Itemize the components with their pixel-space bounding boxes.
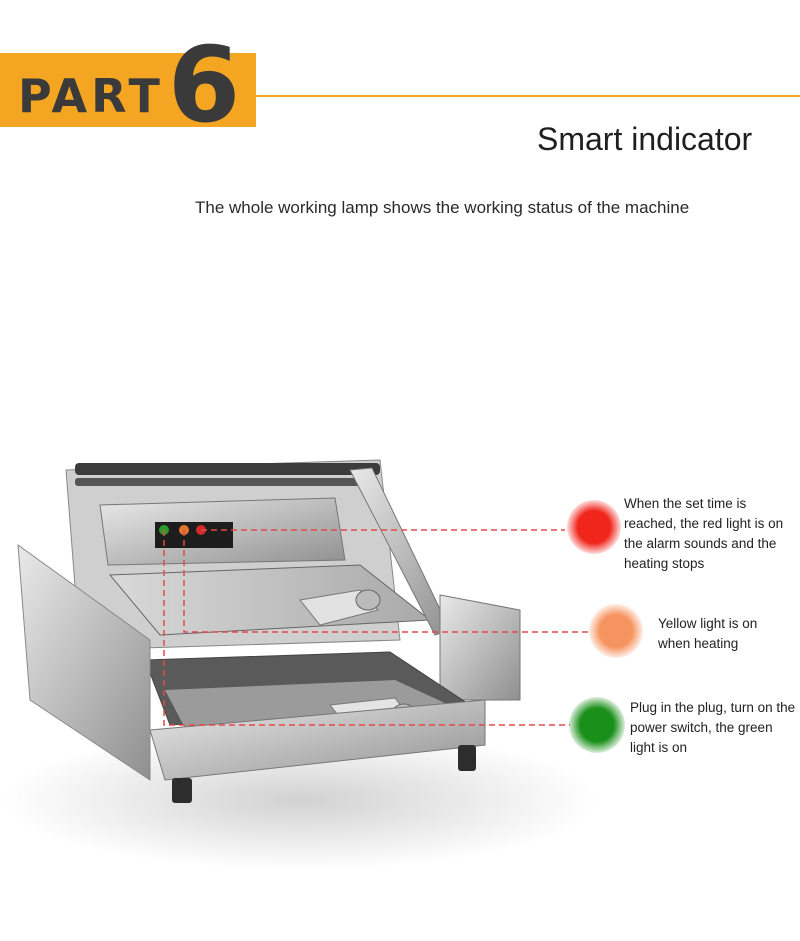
green-indicator-icon xyxy=(569,697,625,753)
part-banner: PART 6 xyxy=(0,33,256,137)
red-light-description: When the set time is reached, the red li… xyxy=(624,496,784,571)
yellow-light-description: Yellow light is on when heating xyxy=(658,616,758,651)
part-number: 6 xyxy=(167,23,241,146)
green-leader-line xyxy=(163,530,570,726)
yellow-indicator-icon xyxy=(589,604,643,658)
part-word: PART xyxy=(18,69,164,123)
leader-lines xyxy=(163,529,590,726)
burger-machine xyxy=(0,459,600,870)
green-light-description: Plug in the plug, turn on the power swit… xyxy=(630,700,796,755)
accent-rule xyxy=(256,95,800,97)
red-indicator-icon xyxy=(567,500,621,554)
yellow-leader-line xyxy=(183,530,590,633)
page-subtitle: The whole working lamp shows the working… xyxy=(195,198,690,217)
page-title: Smart indicator xyxy=(537,121,753,157)
part-label: PART 6 xyxy=(18,33,240,137)
